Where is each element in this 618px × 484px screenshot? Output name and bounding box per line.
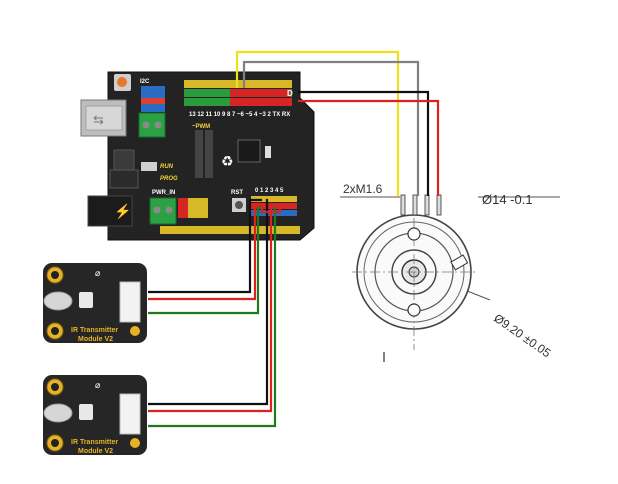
ir-module-2-title: IR Transmitter: [71, 439, 118, 446]
controller-board: ⇆ ⚡ I2C 13 12 11 10 9 8 7 ~6 ~5 4 ~3 2 T…: [80, 71, 315, 241]
wire-gray: [242, 60, 420, 196]
wire-black-m2: [148, 198, 269, 406]
pwr-in-label: PWR_IN: [152, 190, 175, 196]
screw-label: 2xM1.6: [343, 182, 383, 196]
transistor-icon-2: ⌀: [95, 380, 101, 390]
pwm-label: ~PWM: [192, 124, 210, 130]
icsp-header: [195, 130, 213, 178]
wire-black-m1: [148, 198, 262, 294]
prog-label: PROG: [160, 176, 178, 182]
ir-module-1-title: IR Transmitter: [71, 327, 118, 334]
motor-drawing: 2xM1.6 Ø14 -0.1 Ø9.20 ±0.05: [340, 182, 560, 362]
wires: [148, 50, 440, 428]
wire-black-top: [298, 90, 430, 196]
ir-module-icon-1: [79, 292, 93, 308]
rst-label: RST: [231, 190, 243, 196]
wire-green-m2: [148, 206, 277, 428]
inner-diameter-label: Ø9.20 ±0.05: [491, 311, 553, 360]
ir-led-2: [43, 403, 73, 423]
reset-button-top: [117, 77, 127, 87]
wire-yellow: [235, 50, 400, 196]
digital-pins-label: 13 12 11 10 9 8: [189, 112, 231, 118]
digital-pins-label-2: 7 ~6 ~5 4 ~3 2 TX RX: [232, 112, 290, 118]
ir-led-1: [43, 291, 73, 311]
board-brand-mark: D: [287, 89, 293, 98]
wire-red-top: [298, 99, 440, 196]
wire-red-m2: [148, 202, 273, 413]
ir-module-icon-2: [79, 404, 93, 420]
lightning-icon: ⚡: [114, 203, 131, 220]
power-jack: [87, 195, 133, 227]
i2c-label: I2C: [140, 79, 150, 85]
outer-diameter-label: Ø14 -0.1: [482, 192, 533, 207]
wire-green-m1: [148, 206, 262, 315]
logo-icon: ♻: [221, 153, 234, 169]
run-label: RUN: [160, 164, 174, 170]
ir-module-2-subtitle: Module V2: [78, 448, 113, 455]
transistor-icon-1: ⌀: [95, 268, 101, 278]
ir-module-2: ⌀ IR Transmitter Module V2: [43, 375, 147, 455]
ir-module-1: ⌀ IR Transmitter Module V2: [43, 263, 147, 343]
analog-pins-label: 0 1 2 3 4 5: [255, 188, 284, 194]
ir-module-1-subtitle: Module V2: [78, 336, 113, 343]
chip: [237, 139, 261, 163]
wire-red-m1: [148, 202, 262, 301]
usb-icon: ⇆: [93, 112, 104, 127]
